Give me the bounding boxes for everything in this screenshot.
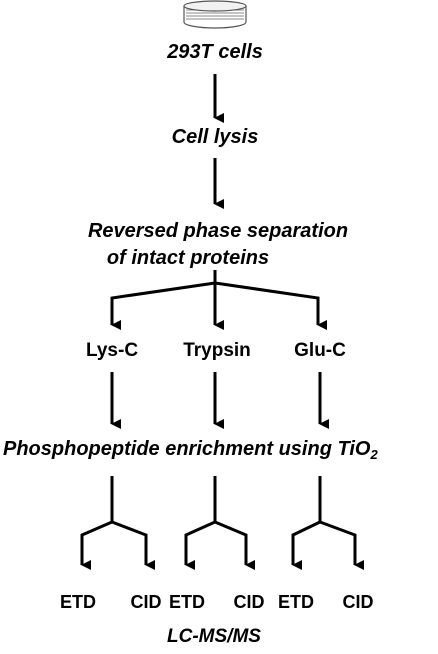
method-etd-2: ETD — [169, 592, 205, 612]
method-etd-3: ETD — [278, 592, 314, 612]
step-separation-line1: Reversed phase separation — [87, 220, 349, 242]
step-separation-line2: of intact proteins — [106, 247, 270, 269]
method-cid-2: CID — [233, 592, 265, 612]
step-enrichment-subscript: 2 — [370, 447, 378, 462]
enzyme-lys-c: Lys-C — [85, 340, 139, 361]
fork-gluc — [291, 476, 364, 570]
method-cid-1: CID — [130, 592, 162, 612]
method-cid-3: CID — [342, 592, 374, 612]
enzyme-trypsin: Trypsin — [183, 340, 251, 361]
method-etd-1: ETD — [60, 592, 96, 612]
split-to-enzymes — [110, 270, 327, 330]
enzyme-glu-c: Glu-C — [294, 340, 346, 361]
step-lysis: Cell lysis — [171, 126, 259, 148]
fork-trypsin — [184, 476, 255, 570]
step-cells: 293T cells — [167, 41, 263, 63]
fork-lysc — [80, 476, 155, 570]
step-enrichment-text: Phosphopeptide enrichment using TiO — [3, 438, 371, 460]
step-analysis: LC-MS/MS — [167, 626, 261, 647]
step-enrichment: Phosphopeptide enrichment using TiO2 — [3, 439, 378, 461]
petri-dish-icon — [183, 0, 247, 29]
